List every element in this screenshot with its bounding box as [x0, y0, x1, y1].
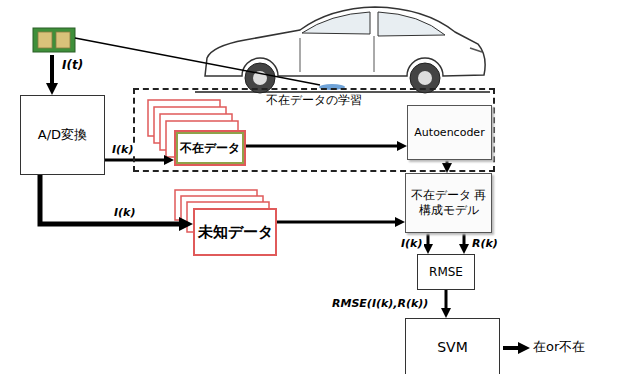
signal-label: I(k) — [112, 206, 137, 219]
signal-label: RMSE(I(k),R(k)) — [330, 297, 430, 310]
connector-arrow — [445, 290, 448, 308]
sensor-chip — [33, 28, 320, 85]
connector-arrow — [463, 233, 466, 244]
process-box: A/D変換 — [20, 95, 105, 175]
data-card: 未知データ — [193, 208, 277, 256]
node-text: Autoencoder — [414, 126, 484, 140]
signal-label: I(k) — [110, 143, 135, 156]
process-box: SVM — [405, 318, 500, 374]
node-text: RMSE — [429, 265, 463, 280]
connector-arrow — [427, 233, 430, 244]
process-box: RMSE — [417, 254, 475, 290]
signal-label: R(k) — [470, 237, 500, 250]
node-text: 不在データ — [180, 141, 240, 156]
connector-arrow — [246, 145, 397, 148]
node-text: 不在データ 再構成モデル — [409, 188, 488, 218]
node-text: SVM — [437, 339, 468, 357]
connector-arrow — [446, 160, 449, 163]
model-box: 不在データ 再構成モデル — [405, 173, 492, 233]
data-card: 不在データ — [174, 130, 246, 166]
signal-name: I(t) — [60, 58, 85, 72]
node-text: 未知データ — [198, 223, 273, 242]
group-region: 不在データの学習不在データAutoencoder — [133, 88, 495, 172]
model-box: Autoencoder — [407, 105, 492, 160]
connector-arrow — [40, 175, 179, 224]
signal-arrow — [50, 55, 54, 83]
leader-line — [75, 38, 320, 85]
output-text: 在or不在 — [533, 339, 585, 355]
node-text: A/D変換 — [38, 127, 87, 143]
connector-arrow — [277, 221, 395, 224]
signal-label: I(k) — [399, 237, 424, 250]
car-illustration — [195, 7, 490, 93]
output-arrow — [503, 346, 518, 350]
